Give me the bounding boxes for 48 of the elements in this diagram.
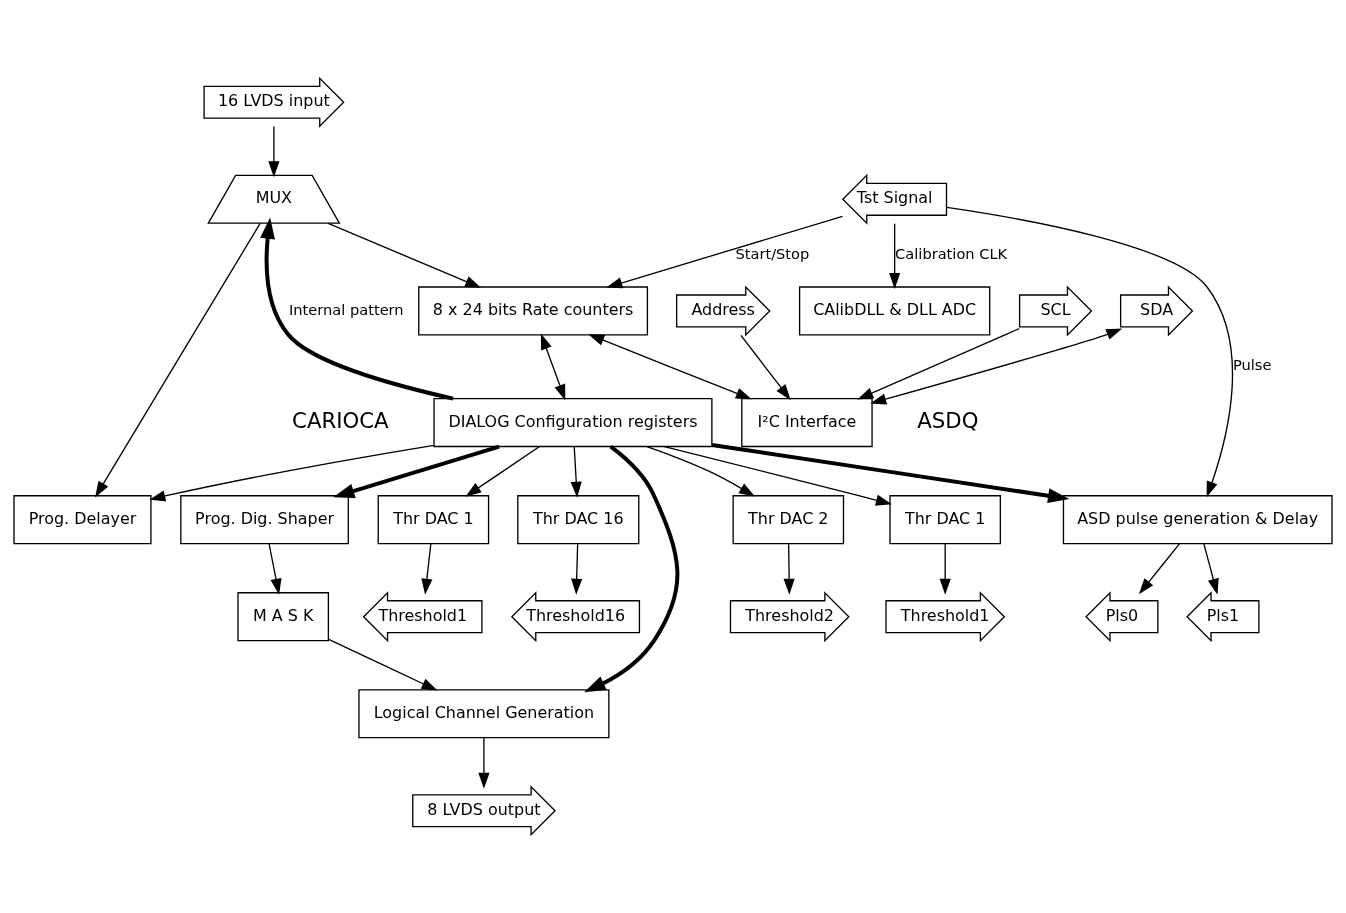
arrow <box>606 215 844 289</box>
node-box: 8 x 24 bits Rate counters <box>418 286 649 336</box>
node-box: CAlibDLL & DLL ADC <box>798 286 991 336</box>
arrow <box>268 125 280 178</box>
arrow <box>540 333 566 401</box>
edge-label: Start/Stop <box>735 244 810 262</box>
arrow <box>646 445 755 497</box>
arrow <box>889 223 901 289</box>
arrow <box>711 442 1070 504</box>
node-box: Prog. Dig. Shaper <box>180 495 349 545</box>
label: CARIOCA <box>292 407 389 433</box>
node-box: Thr DAC 1 <box>377 495 490 545</box>
arrow <box>327 222 482 288</box>
node-box: I²C Interface <box>741 398 873 448</box>
arrow <box>333 444 500 499</box>
node-box: ASD pulse generation & Delay <box>1062 495 1333 545</box>
edge-label: Pulse <box>1233 356 1272 374</box>
arrow <box>588 334 752 400</box>
arrow <box>149 444 435 502</box>
arrow <box>421 543 433 595</box>
arrow <box>1203 543 1219 595</box>
arrow <box>260 217 454 401</box>
arrow <box>571 543 583 595</box>
edge-label: Internal pattern <box>289 300 404 318</box>
node-box: Thr DAC 16 <box>517 495 640 545</box>
arrow <box>1138 543 1181 595</box>
arrow <box>857 327 1020 400</box>
node-box: Thr DAC 2 <box>732 495 845 545</box>
arrow <box>870 328 1123 405</box>
node-box: M A S K <box>237 592 330 642</box>
node-box: Thr DAC 1 <box>889 495 1001 545</box>
arrow <box>478 737 490 789</box>
label: ASDQ <box>917 407 979 433</box>
node-box: DIALOG Configuration registers <box>433 398 713 448</box>
arrow <box>570 446 582 498</box>
edge-label: Calibration CLK <box>895 244 1008 262</box>
arrow <box>946 206 1234 498</box>
arrow <box>268 543 282 595</box>
arrow <box>783 543 795 595</box>
arrow <box>663 446 892 506</box>
arrow <box>465 445 541 497</box>
arrow <box>95 222 261 498</box>
arrow <box>939 543 951 595</box>
arrow <box>584 445 680 693</box>
node-box: Prog. Delayer <box>13 495 152 545</box>
arrow <box>328 638 438 691</box>
arrow <box>740 334 791 401</box>
node-box: Logical Channel Generation <box>358 689 610 739</box>
